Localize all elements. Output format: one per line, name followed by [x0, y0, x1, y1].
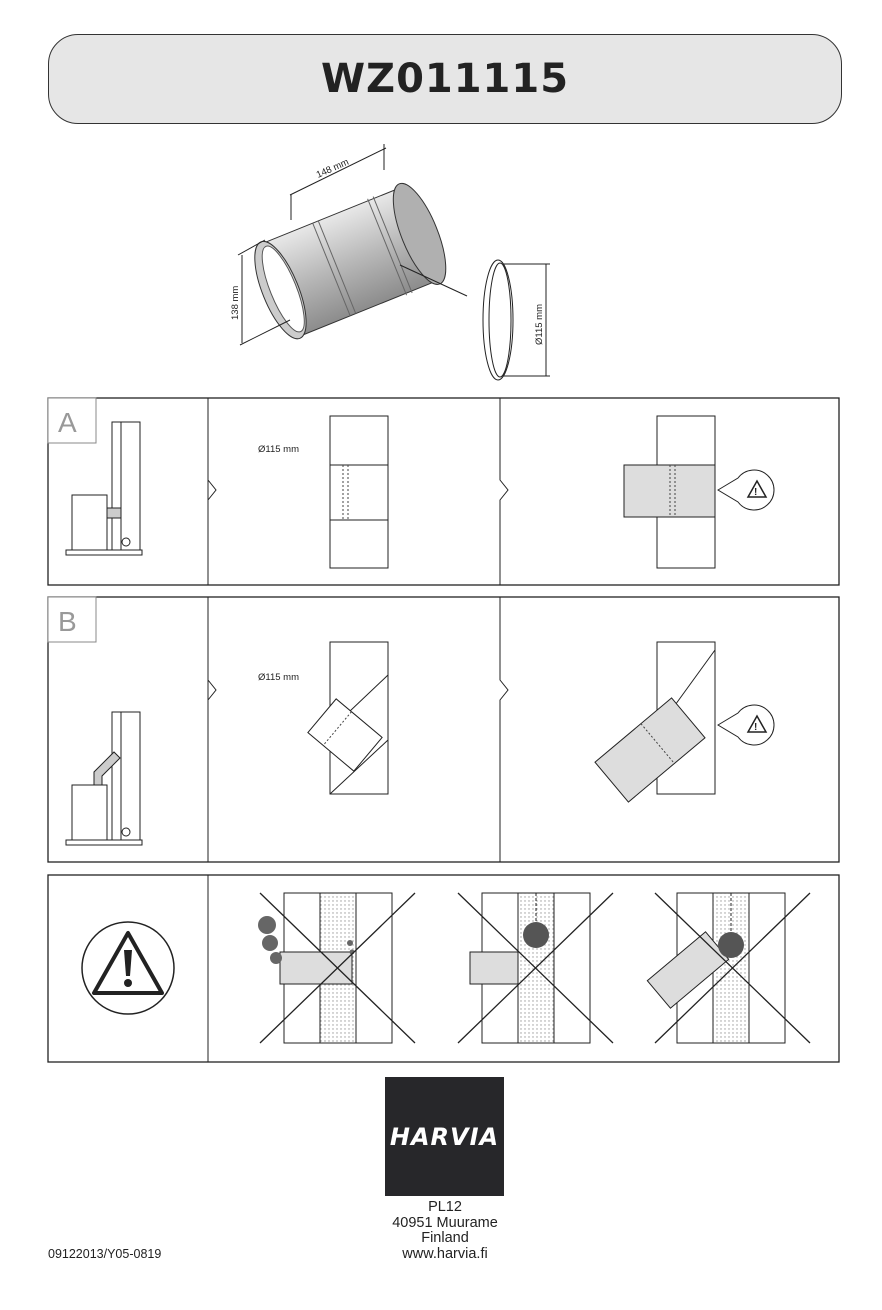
panel-b-diameter: Ø115 mm — [258, 672, 299, 683]
address-line-1: PL12 — [428, 1199, 462, 1215]
length-dimension: 148 mm — [315, 157, 351, 181]
document-number: 09122013/Y05-0819 — [48, 1247, 162, 1261]
harvia-logo: HARVIA — [385, 1077, 504, 1196]
large-warning-icon — [81, 921, 175, 1015]
panel-a: A Ø115 mm ! — [47, 397, 840, 586]
logo-text: HARVIA — [389, 1122, 500, 1151]
website-link[interactable]: www.harvia.fi — [402, 1245, 488, 1262]
warning-icon — [746, 714, 768, 733]
stove-with-angled-pipe-icon — [65, 711, 143, 846]
prohibited-hammer-straight-scenario — [457, 892, 614, 1044]
angled-pipe-step1: Ø115 mm — [258, 641, 389, 795]
panel-a-label: A — [58, 407, 77, 438]
height-dimension: 138 mm — [230, 286, 241, 320]
title-banner: WZ011115 — [48, 34, 842, 124]
page-title: WZ011115 — [320, 56, 570, 102]
warning-icon — [746, 479, 768, 498]
address-line-2: 40951 Muurame — [392, 1214, 498, 1231]
ring-diameter-dimension: Ø115 mm — [534, 304, 545, 345]
panel-warnings — [47, 874, 840, 1063]
angled-pipe-step2: ! — [594, 641, 775, 803]
prohibited-smoke-scenario — [258, 892, 416, 1044]
company-address: PL12 40951 Muurame Finland www.harvia.fi — [345, 1199, 545, 1262]
pipe-in-wall-step1: Ø115 mm — [258, 415, 389, 569]
prohibited-hammer-angled-scenario — [646, 892, 811, 1044]
panel-b-label: B — [58, 606, 77, 637]
connector-pipe-illustration: 148 mm 138 mm Ø115 mm — [230, 144, 550, 381]
address-line-3: Finland — [421, 1230, 469, 1246]
pipe-in-wall-step2: ! — [623, 415, 775, 569]
panel-a-diameter: Ø115 mm — [258, 444, 299, 455]
svg-text:!: ! — [754, 487, 757, 498]
svg-text:!: ! — [754, 722, 757, 733]
stove-with-rear-pipe-icon — [65, 421, 143, 556]
panel-b: B Ø115 mm — [47, 596, 840, 863]
